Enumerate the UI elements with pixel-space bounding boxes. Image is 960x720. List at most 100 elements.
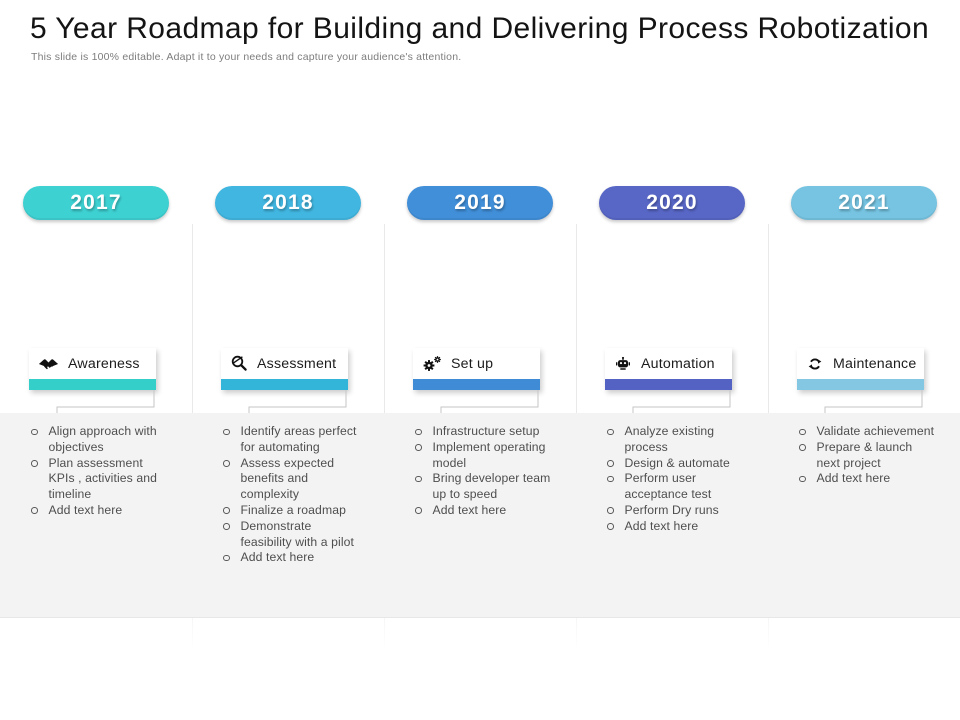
roadmap-column-2017: 2017 Awareness Align approach with objec… (0, 0, 192, 720)
bullet-text: Demonstrate feasibility with a pilot (240, 518, 354, 549)
circle-bullet-icon (415, 444, 422, 451)
roadmap-bullet-item: Demonstrate feasibility with a pilot (223, 519, 363, 551)
roadmap-bullet-item: Finalize a roadmap (223, 503, 363, 519)
roadmap-column-2018: 2018 Assessment Identify areas perfect f… (192, 0, 384, 720)
circle-bullet-icon (607, 460, 614, 467)
refresh-icon (805, 356, 825, 372)
bullet-text: Add text here (624, 518, 699, 533)
year-pill[interactable]: 2021 (791, 186, 937, 220)
phase-label: Set up (451, 355, 494, 372)
phase-label: Assessment (257, 355, 337, 372)
bullet-text: Add text here (240, 550, 315, 565)
circle-bullet-icon (223, 507, 230, 514)
bullet-text: Align approach with objectives (48, 424, 157, 454)
phase-card[interactable]: Automation (605, 348, 732, 390)
page-subtitle: This slide is 100% editable. Adapt it to… (31, 51, 462, 63)
phase-card[interactable]: Maintenance (797, 348, 924, 390)
circle-bullet-icon (607, 475, 614, 483)
bullet-text: Finalize a roadmap (240, 502, 346, 517)
bullet-text: Implement operating model (432, 439, 546, 470)
bullet-text: Add text here (432, 502, 507, 517)
roadmap-bullet-item: Perform user acceptance test (607, 471, 747, 503)
year-pill[interactable]: 2019 (407, 186, 553, 220)
bullet-text: Validate achievement (816, 424, 935, 438)
roadmap-column-2019: 2019 (384, 0, 576, 720)
roadmap-bullet-item: Identify areas perfect for automating (223, 424, 363, 456)
phase-card[interactable]: Awareness (29, 348, 156, 390)
circle-bullet-icon (415, 428, 422, 435)
roadmap-bullet-item: Implement operating model (415, 440, 555, 472)
circle-bullet-icon (31, 460, 38, 467)
bullet-text: Infrastructure setup (432, 424, 540, 438)
magnifier-check-icon (229, 355, 249, 372)
bullet-text: Perform Dry runs (624, 502, 719, 517)
circle-bullet-icon (607, 507, 614, 514)
roadmap-bullet-item: Add text here (799, 471, 939, 487)
bullet-text: Analyze existing process (624, 424, 715, 454)
connector-line (440, 390, 539, 413)
roadmap-bullet-item: Perform Dry runs (607, 503, 747, 519)
roadmap-bullet-item: Assess expected benefits and complexity (223, 456, 363, 503)
connector-line (632, 390, 731, 413)
circle-bullet-icon (31, 507, 38, 514)
roadmap-bullet-item: Validate achievement (799, 424, 939, 440)
bullet-text: Add text here (48, 502, 123, 517)
connector-line (248, 390, 347, 413)
phase-underline-bar (221, 379, 348, 390)
phase-card[interactable]: Set up (413, 348, 540, 390)
roadmap-bullet-item: Bring developer team up to speed (415, 471, 555, 503)
circle-bullet-icon (799, 444, 806, 451)
circle-bullet-icon (415, 475, 422, 483)
phase-card[interactable]: Assessment (221, 348, 348, 390)
bullet-text: Perform user acceptance test (624, 471, 712, 502)
circle-bullet-icon (607, 428, 614, 435)
circle-bullet-icon (31, 428, 38, 435)
circle-bullet-icon (223, 523, 230, 530)
circle-bullet-icon (607, 523, 614, 530)
year-pill[interactable]: 2017 (23, 186, 169, 220)
connector-line (824, 390, 923, 413)
phase-underline-bar (413, 379, 540, 390)
year-pill[interactable]: 2020 (599, 186, 745, 220)
connector-line (56, 390, 155, 413)
circle-bullet-icon (799, 428, 806, 435)
handshake-icon (37, 356, 60, 372)
circle-bullet-icon (223, 554, 230, 562)
bullet-text: Assess expected benefits and complexity (240, 455, 335, 502)
circle-bullet-icon (223, 460, 230, 467)
gears-icon (421, 355, 443, 372)
robot-icon (613, 355, 633, 372)
roadmap-bullet-item: Add text here (223, 550, 363, 566)
bullet-text: Design & automate (624, 455, 730, 470)
bullet-text: Add text here (816, 471, 891, 486)
roadmap-bullet-item: Infrastructure setup (415, 424, 555, 440)
bullet-text: Prepare & launch next project (816, 439, 913, 470)
circle-bullet-icon (799, 475, 806, 483)
roadmap-bullet-item: Add text here (607, 519, 747, 535)
phase-label: Automation (641, 355, 715, 372)
phase-label: Awareness (68, 355, 140, 372)
bullet-text: Identify areas perfect for automating (240, 424, 357, 454)
roadmap-bullet-item: Add text here (415, 503, 555, 519)
phase-underline-bar (797, 379, 924, 390)
bullet-text: Bring developer team up to speed (432, 471, 551, 502)
roadmap-bullet-item: Align approach with objectives (31, 424, 171, 456)
roadmap-bullet-item: Plan assessment KPIs , activities and ti… (31, 456, 171, 503)
roadmap-column-2020: 2020 Automation (576, 0, 768, 720)
phase-underline-bar (29, 379, 156, 390)
roadmap-bullet-item: Design & automate (607, 456, 747, 472)
page-title: 5 Year Roadmap for Building and Deliveri… (30, 12, 930, 45)
roadmap-bullet-item: Analyze existing process (607, 424, 747, 456)
year-pill[interactable]: 2018 (215, 186, 361, 220)
phase-label: Maintenance (833, 355, 917, 372)
circle-bullet-icon (415, 507, 422, 514)
bullet-text: Plan assessment KPIs , activities and ti… (48, 455, 157, 502)
circle-bullet-icon (223, 428, 230, 435)
